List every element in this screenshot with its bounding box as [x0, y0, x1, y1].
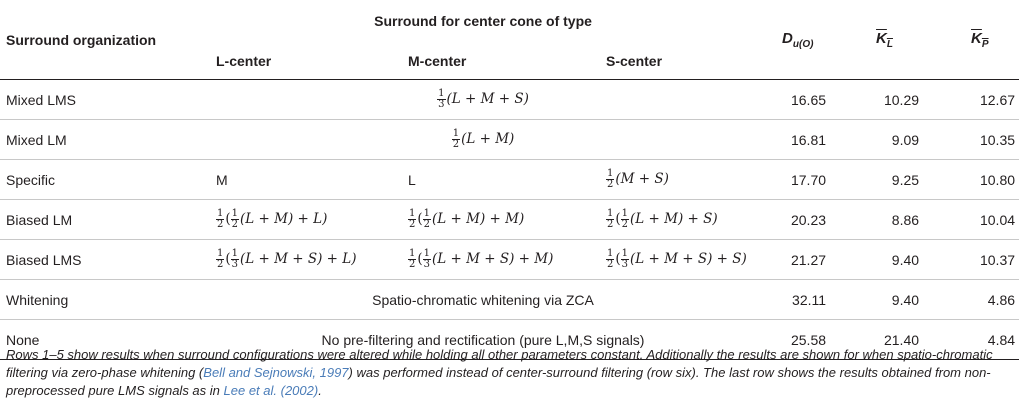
k-p-value: 12.67: [937, 79, 1019, 120]
k-p-value: 4.84: [937, 319, 1019, 360]
reference-link-bell-sejnowski[interactable]: Bell and Sejnowski, 1997: [203, 365, 349, 380]
d-uo-value: 32.11: [762, 279, 853, 320]
row-name: Biased LM: [0, 199, 204, 240]
row-name: Mixed LMS: [0, 79, 204, 120]
row-name: Mixed LM: [0, 119, 204, 160]
reference-link-lee[interactable]: Lee et al. (2002): [223, 383, 319, 398]
d-uo-value: 16.81: [762, 119, 853, 160]
table-caption: Rows 1–5 show results when surround conf…: [6, 347, 993, 398]
d-uo-value: 17.70: [762, 159, 853, 200]
row-name: Whitening: [0, 279, 204, 320]
k-p-value: 10.04: [937, 199, 1019, 240]
k-p-value: 10.37: [937, 239, 1019, 280]
header-m-center: M-center: [394, 42, 592, 80]
surround-m-center-cell: L: [394, 159, 592, 200]
header-k-l: KL: [852, 0, 938, 80]
k-l-value: 8.86: [852, 199, 938, 240]
d-uo-value: 21.27: [762, 239, 853, 280]
header-k-p: KP: [937, 0, 1019, 80]
surround-merged-cell: Spatio-chromatic whitening via ZCA: [204, 279, 763, 320]
k-l-value: 9.40: [852, 239, 938, 280]
header-surround-for-center: Surround for center cone of type: [374, 13, 592, 29]
header-s-center: S-center: [592, 42, 763, 80]
d-uo-value: 20.23: [762, 199, 853, 240]
d-uo-value: 16.65: [762, 79, 853, 120]
surround-l-center-cell: M: [204, 159, 394, 200]
row-name: Biased LMS: [0, 239, 204, 280]
row-name: None: [0, 319, 204, 360]
header-surround-organization: Surround organization: [0, 0, 204, 80]
k-l-value: 9.09: [852, 119, 938, 160]
row-name: Specific: [0, 159, 204, 200]
k-l-value: 10.29: [852, 79, 938, 120]
header-l-center: L-center: [204, 42, 394, 80]
results-table: Surround organization Surround for cente…: [0, 0, 1019, 360]
d-uo-value: 25.58: [762, 319, 853, 360]
k-l-value: 21.40: [852, 319, 938, 360]
k-p-value: 10.80: [937, 159, 1019, 200]
k-p-value: 4.86: [937, 279, 1019, 320]
k-l-value: 9.40: [852, 279, 938, 320]
k-l-value: 9.25: [852, 159, 938, 200]
surround-merged-cell: No pre-filtering and rectification (pure…: [204, 319, 763, 360]
header-d-uo: Du(O): [762, 0, 853, 80]
k-p-value: 10.35: [937, 119, 1019, 160]
